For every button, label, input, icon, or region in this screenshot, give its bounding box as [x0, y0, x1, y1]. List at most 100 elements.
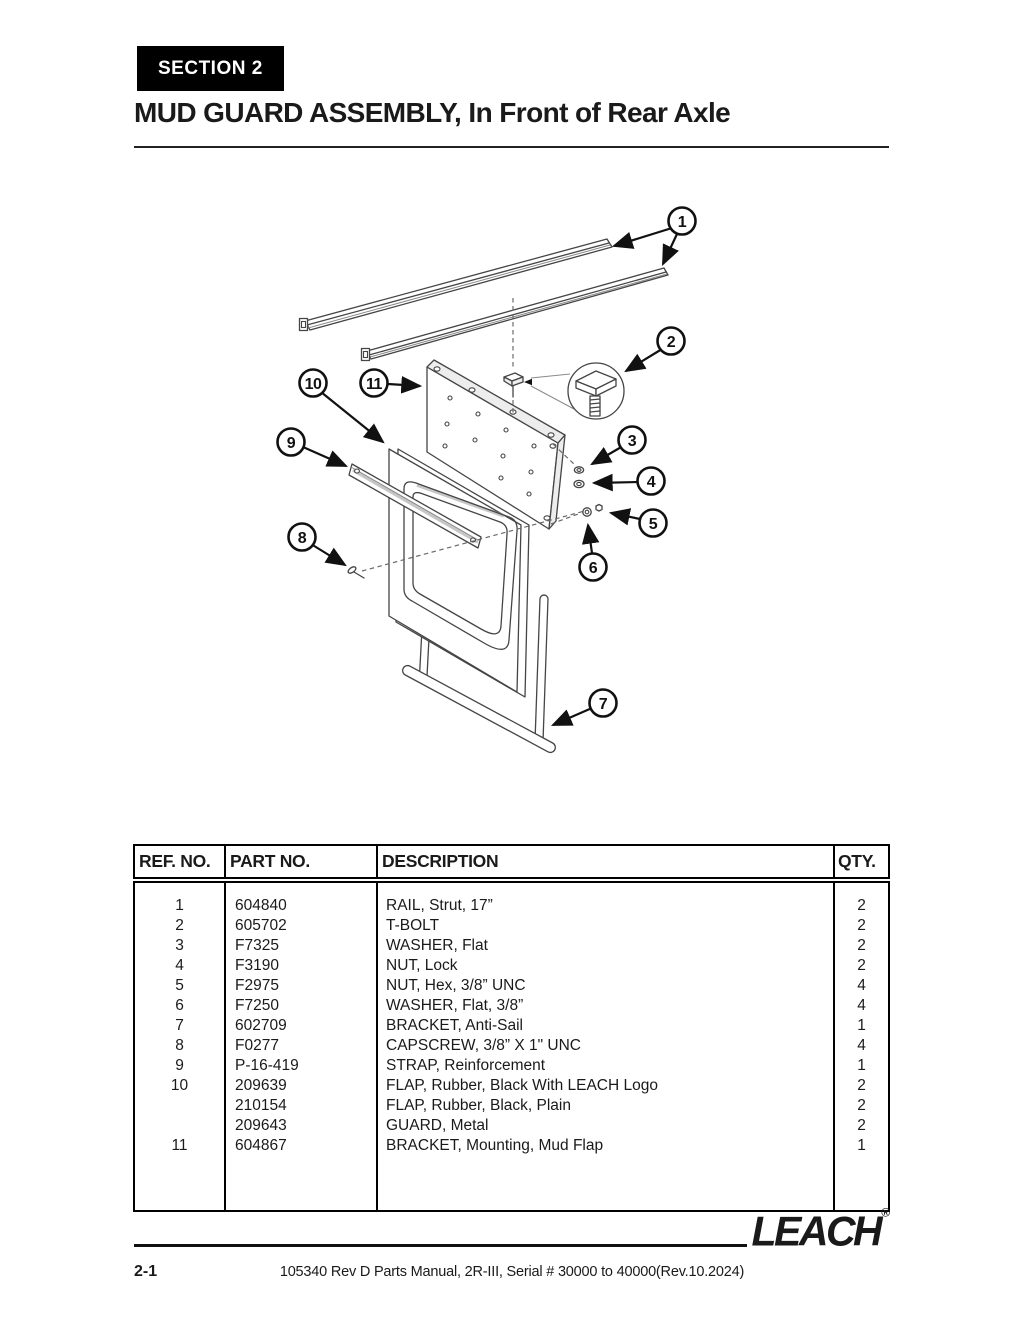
qty-cell: 2	[833, 1116, 889, 1136]
part-no-cell: F7250	[224, 996, 377, 1016]
description-cell: CAPSCREW, 3/8” X 1" UNC	[376, 1036, 834, 1056]
svg-text:4: 4	[647, 474, 656, 491]
description-cell: GUARD, Metal	[376, 1116, 834, 1136]
callout-7: 7	[588, 688, 618, 718]
callout-4: 4	[636, 466, 666, 496]
parts-table-row: 1 604840 RAIL, Strut, 17” 2	[134, 880, 889, 916]
ref-no-cell: 7	[175, 1017, 184, 1034]
part-no-cell: 605702	[224, 916, 377, 936]
part-no-cell: P-16-419	[224, 1056, 377, 1076]
callout-9: 9	[276, 427, 306, 457]
leach-logo: LEACH®	[705, 1206, 890, 1256]
svg-text:2: 2	[667, 334, 676, 351]
description-cell: T-BOLT	[376, 916, 834, 936]
parts-table-row: 3 F7325 WASHER, Flat 2	[134, 936, 889, 956]
svg-text:6: 6	[589, 560, 598, 577]
ref-no-cell: 4	[175, 957, 184, 974]
qty-cell: 2	[833, 916, 889, 936]
manual-info-text: 105340 Rev D Parts Manual, 2R-III, Seria…	[279, 1264, 745, 1280]
registered-trademark-symbol: ®	[881, 1205, 890, 1220]
part-no-cell: F7325	[224, 936, 377, 956]
ref-no-cell: 1	[175, 897, 184, 914]
column-header-qty: QTY.	[833, 845, 889, 883]
qty-cell: 4	[833, 996, 889, 1016]
part-no-cell: 209643	[224, 1116, 377, 1136]
svg-text:3: 3	[628, 433, 637, 450]
flat-washer-3-drawing	[573, 466, 585, 474]
callout-1: 1	[667, 206, 697, 236]
capscrew-8-drawing	[347, 566, 365, 579]
part-no-cell: 209639	[224, 1076, 377, 1096]
parts-table-filler-row	[134, 1156, 889, 1211]
parts-table-row: 9 P-16-419 STRAP, Reinforcement 1	[134, 1056, 889, 1076]
ref-no-cell: 10	[170, 1077, 189, 1094]
page-title: MUD GUARD ASSEMBLY, In Front of Rear Axl…	[134, 97, 731, 128]
ref-no-cell: 3	[175, 937, 184, 954]
parts-table-row: 6 F7250 WASHER, Flat, 3/8” 4	[134, 996, 889, 1016]
qty-cell: 2	[833, 936, 889, 956]
callout-6: 6	[578, 552, 608, 582]
description-cell: STRAP, Reinforcement	[376, 1056, 834, 1076]
qty-cell: 4	[833, 1036, 889, 1056]
svg-text:11: 11	[366, 376, 383, 393]
part-no-cell: 604867	[224, 1136, 377, 1156]
parts-table-row: 11 604867 BRACKET, Mounting, Mud Flap 1	[134, 1136, 889, 1156]
parts-table-row: 4 F3190 NUT, Lock 2	[134, 956, 889, 976]
column-header-part-no: PART NO.	[224, 845, 377, 883]
page-number: 2-1	[134, 1263, 158, 1280]
parts-table: REF. NO. PART NO. DESCRIPTION QTY. 1 604…	[133, 844, 890, 1212]
description-cell: FLAP, Rubber, Black With LEACH Logo	[376, 1076, 834, 1096]
description-cell: RAIL, Strut, 17”	[376, 880, 834, 916]
description-cell: BRACKET, Mounting, Mud Flap	[376, 1136, 834, 1156]
ref-no-cell: 11	[171, 1137, 188, 1154]
exploded-view-diagram: 1 2 3 4 5 6 7 8 9 10 11	[270, 190, 710, 770]
callout-3: 3	[617, 425, 647, 455]
callout-10: 10	[298, 368, 328, 398]
parts-table-header-row: REF. NO. PART NO. DESCRIPTION QTY.	[134, 845, 889, 883]
parts-table-row: 210154 FLAP, Rubber, Black, Plain 2	[134, 1096, 889, 1116]
part-no-cell: 604840	[224, 880, 377, 916]
part-no-cell: 210154	[224, 1096, 377, 1116]
hex-nut-5-drawing	[595, 503, 603, 512]
ref-no-cell: 6	[175, 997, 184, 1014]
description-cell: WASHER, Flat, 3/8”	[376, 996, 834, 1016]
svg-text:10: 10	[305, 376, 322, 393]
description-cell: FLAP, Rubber, Black, Plain	[376, 1096, 834, 1116]
mounting-bracket-drawing	[426, 359, 566, 530]
parts-table-row: 209643 GUARD, Metal 2	[134, 1116, 889, 1136]
mud-guard-assembly-drawing: 1 2 3 4 5 6 7 8 9 10 11	[276, 206, 697, 754]
part-no-cell: F2975	[224, 976, 377, 996]
parts-table-row: 10 209639 FLAP, Rubber, Black With LEACH…	[134, 1076, 889, 1096]
flat-washer-6-drawing	[582, 507, 592, 517]
title-divider	[134, 146, 889, 148]
parts-table-row: 5 F2975 NUT, Hex, 3/8” UNC 4	[134, 976, 889, 996]
part-no-cell: 602709	[224, 1016, 377, 1036]
column-header-description: DESCRIPTION	[376, 845, 834, 883]
svg-text:9: 9	[287, 435, 296, 452]
t-bolt-drawing	[503, 372, 575, 410]
section-badge: SECTION 2	[137, 46, 284, 91]
part-no-cell: F0277	[224, 1036, 377, 1056]
reinforcement-strap-drawing	[348, 463, 482, 549]
callout-8: 8	[287, 522, 317, 552]
assembly-dashed-lines	[361, 298, 593, 572]
parts-table-row: 2 605702 T-BOLT 2	[134, 916, 889, 936]
callout-arrows	[302, 226, 679, 727]
svg-text:1: 1	[678, 214, 687, 231]
ref-no-cell	[134, 1096, 225, 1116]
anti-sail-bracket-legs-drawing	[418, 594, 549, 746]
section-badge-label: SECTION 2	[158, 57, 263, 79]
lock-nut-4-drawing	[573, 479, 585, 489]
parts-table-row: 7 602709 BRACKET, Anti-Sail 1	[134, 1016, 889, 1036]
qty-cell: 1	[833, 1016, 889, 1036]
qty-cell: 2	[833, 880, 889, 916]
rail-strut-lower-drawing	[360, 267, 669, 362]
description-cell: NUT, Lock	[376, 956, 834, 976]
qty-cell: 4	[833, 976, 889, 996]
t-bolt-detail-circle	[567, 362, 625, 420]
description-cell: NUT, Hex, 3/8” UNC	[376, 976, 834, 996]
ref-no-cell	[134, 1116, 225, 1136]
footer-divider	[134, 1244, 747, 1247]
ref-no-cell: 8	[175, 1037, 184, 1054]
